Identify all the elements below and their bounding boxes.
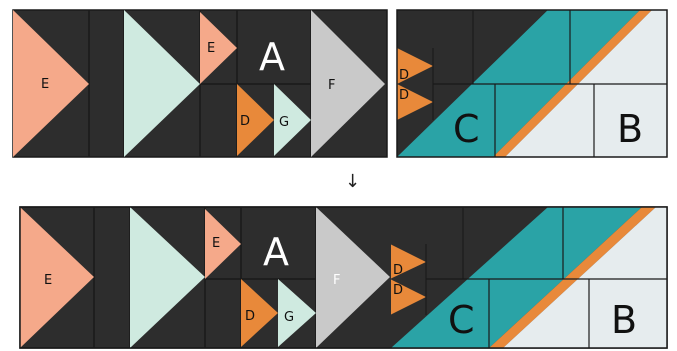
bottom-label-f: F — [333, 273, 340, 288]
bottom-label-d-upper: D — [393, 263, 403, 278]
top-left-panel: E E A F D G — [12, 9, 388, 158]
triangle-e-small — [200, 12, 237, 84]
triangle-d — [237, 84, 274, 156]
bottom-triangle-g — [278, 279, 316, 347]
down-arrow-icon: ↓ — [345, 171, 360, 192]
bottom-label-a: A — [263, 230, 289, 274]
label-f: F — [328, 78, 335, 93]
bottom-label-g: G — [284, 310, 294, 325]
triangle-mint-large — [124, 10, 200, 157]
bottom-triangle-f — [316, 207, 390, 348]
label-a: A — [259, 35, 285, 79]
label-e-large: E — [41, 77, 49, 92]
bottom-triangle-d — [241, 279, 278, 347]
bottom-teal-band — [391, 207, 642, 348]
label-d-lower: D — [399, 88, 409, 103]
triangle-d-upper — [397, 48, 433, 84]
bottom-label-e-small: E — [212, 236, 220, 251]
bottom-label-d-lower: D — [393, 283, 403, 298]
triangle-d-lower — [397, 84, 433, 120]
label-g: G — [279, 115, 289, 130]
bottom-triangle-e-large — [20, 207, 94, 348]
bottom-label-b: B — [611, 298, 637, 342]
bottom-label-e-large: E — [44, 273, 52, 288]
triangle-f — [311, 10, 385, 157]
label-e-small: E — [207, 41, 215, 56]
label-c: C — [453, 107, 480, 151]
bottom-orange-stripe — [489, 207, 656, 348]
label-b: B — [617, 107, 643, 151]
label-d-upper: D — [399, 68, 409, 83]
bottom-light-region — [503, 207, 667, 348]
bottom-triangle-e-small — [205, 209, 241, 279]
bottom-triangle-d-upper — [391, 244, 426, 279]
bottom-triangle-d-lower — [391, 279, 426, 315]
top-right-panel: D D C B — [396, 9, 668, 158]
bottom-triangle-mint-large — [130, 207, 205, 348]
label-d: D — [240, 114, 250, 129]
bottom-label-c: C — [448, 298, 475, 342]
triangle-g — [274, 84, 311, 156]
bottom-label-d: D — [245, 309, 255, 324]
bottom-panel: E E A F D G D D C B — [19, 206, 668, 349]
triangle-e-large — [13, 10, 89, 157]
